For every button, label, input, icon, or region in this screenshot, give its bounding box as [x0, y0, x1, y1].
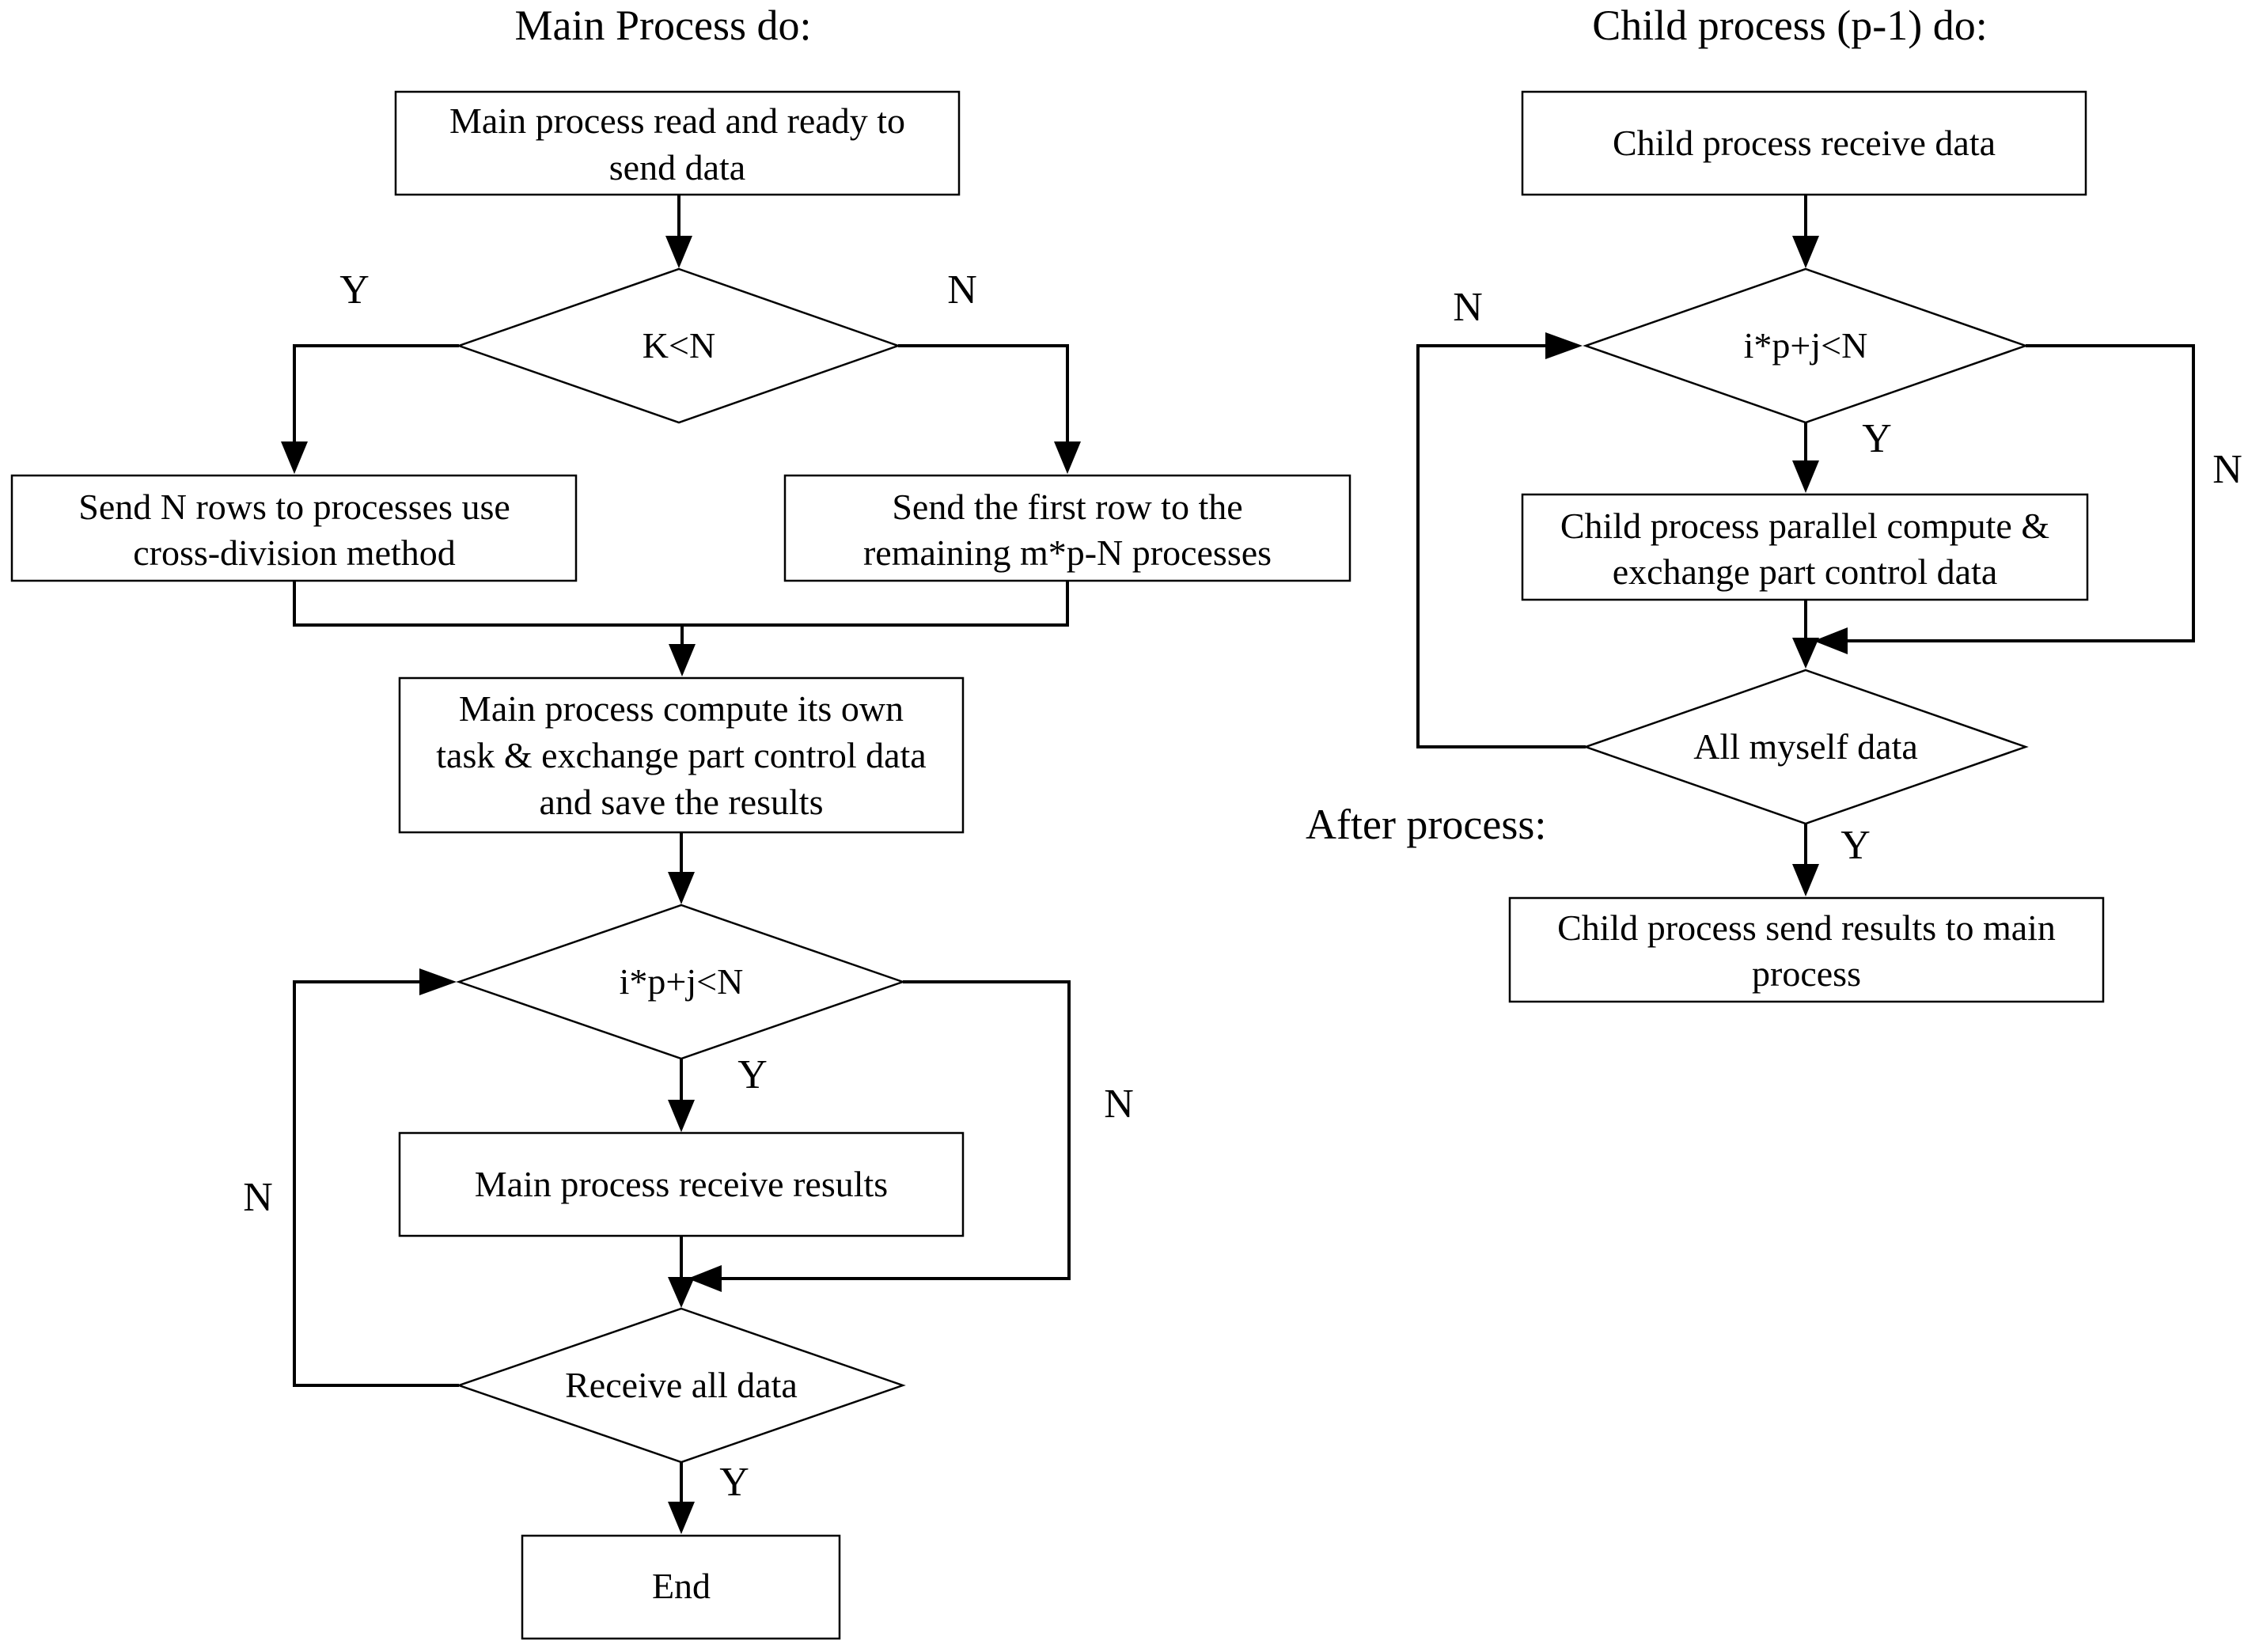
child-process-heading: Child process (p-1) do:	[1592, 2, 1987, 49]
main-read-line-1: Main process read and ready to	[449, 100, 905, 141]
child-receive-box: Child process receive data	[1521, 90, 2087, 196]
arrowhead-child-cond1	[1792, 236, 1819, 268]
child-send-box: Child process send results to main proce…	[1508, 896, 2105, 1003]
main-send-rows-line-1: Send N rows to processes use	[78, 487, 510, 527]
main-cond1-label: K<N	[643, 325, 715, 366]
child-cond1-no: N	[2212, 447, 2242, 492]
arrowhead-end	[668, 1502, 695, 1534]
arrowhead-send-rows	[281, 441, 308, 474]
main-cond3-diamond: Receive all data	[456, 1307, 906, 1464]
main-cond2-yes: Y	[737, 1052, 768, 1097]
main-cond3-label: Receive all data	[565, 1365, 798, 1405]
connector-cond1-no-branch	[898, 344, 1069, 443]
main-send-first-line-1: Send the first row to the	[892, 487, 1242, 527]
arrowhead-child-cond1-no-return	[1814, 627, 1848, 654]
main-cond2-label: i*p+j<N	[620, 961, 744, 1002]
main-cond3-yes: Y	[719, 1460, 749, 1505]
main-compute-line-2: task & exchange part control data	[436, 735, 926, 775]
main-receive-results-label: Main process receive results	[475, 1164, 888, 1204]
main-receive-results-box: Main process receive results	[398, 1131, 965, 1237]
child-cond2-label: All myself data	[1693, 726, 1918, 767]
connector-cond1-yes-branch	[293, 344, 459, 443]
arrowhead-cond1	[665, 236, 692, 268]
child-cond2-no: N	[1453, 285, 1483, 330]
arrowhead-send-first	[1054, 441, 1081, 474]
main-compute-line-3: and save the results	[540, 782, 824, 822]
main-process-heading: Main Process do:	[515, 2, 812, 49]
connector-child-cond2-no-loop	[1416, 344, 1586, 748]
arrowhead-cond2-no-return	[688, 1265, 722, 1292]
child-cond1-yes: Y	[1862, 416, 1892, 461]
connector-merge-branches	[293, 581, 1069, 627]
main-cond3-no: N	[243, 1175, 273, 1220]
main-compute-box: Main process compute its own task & exch…	[398, 676, 965, 834]
child-cond1-diamond: i*p+j<N	[1583, 267, 2029, 424]
main-cond1-no: N	[947, 267, 977, 313]
main-send-first-line-2: remaining m*p-N processes	[863, 532, 1272, 573]
main-read-line-2: send data	[609, 147, 745, 188]
arrowhead-receive-results	[668, 1100, 695, 1132]
arrowhead-compute	[669, 644, 696, 676]
arrowhead-child-cond2-top	[1792, 638, 1819, 669]
child-cond2-diamond: All myself data	[1583, 669, 2029, 825]
main-send-first-box: Send the first row to the remaining m*p-…	[783, 474, 1351, 582]
arrowhead-child-cond2-no-return	[1545, 332, 1583, 359]
child-compute-box: Child process parallel compute & exchang…	[1521, 493, 2089, 601]
main-read-box: Main process read and ready to send data	[394, 90, 961, 196]
main-send-rows-box: Send N rows to processes use cross-divis…	[10, 474, 578, 582]
arrowhead-cond3-top	[668, 1277, 695, 1308]
arrowhead-cond2	[668, 872, 695, 904]
main-cond2-diamond: i*p+j<N	[456, 904, 906, 1060]
child-compute-line-1: Child process parallel compute &	[1560, 506, 2049, 546]
connector-child-cond1-no-loop	[1846, 344, 2195, 642]
main-end-box: End	[521, 1534, 841, 1640]
connector-cond3-no-loop	[293, 980, 459, 1387]
arrowhead-child-send	[1792, 864, 1819, 896]
arrowhead-child-compute	[1792, 460, 1819, 493]
main-cond2-no: N	[1104, 1082, 1134, 1127]
main-compute-line-1: Main process compute its own	[459, 688, 904, 729]
child-send-line-2: process	[1752, 953, 1861, 994]
main-send-rows-line-2: cross-division method	[133, 532, 456, 573]
child-cond1-label: i*p+j<N	[1744, 325, 1868, 366]
connector-cond2-no-loop	[720, 980, 1071, 1280]
child-cond2-yes: Y	[1840, 823, 1871, 868]
child-compute-line-2: exchange part control data	[1613, 551, 1998, 592]
main-cond1-yes: Y	[339, 267, 370, 313]
child-receive-label: Child process receive data	[1613, 123, 1996, 163]
main-cond1-diamond: K<N	[456, 267, 901, 424]
main-end-label: End	[652, 1566, 711, 1606]
arrowhead-cond3-no-return	[419, 968, 457, 995]
after-process-label: After process:	[1306, 801, 1546, 848]
child-send-line-1: Child process send results to main	[1557, 907, 2056, 948]
